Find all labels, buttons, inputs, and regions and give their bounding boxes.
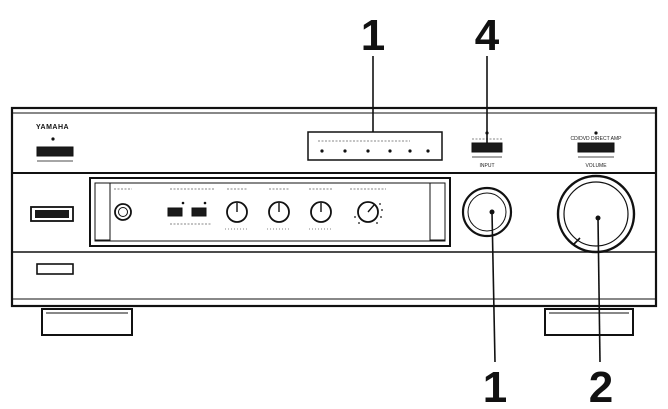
input-knob-pointer bbox=[489, 209, 495, 215]
power-button[interactable] bbox=[36, 146, 74, 157]
loudness-knob[interactable] bbox=[357, 201, 379, 223]
callout-bottom-right: 2 bbox=[589, 363, 613, 409]
balance-knob[interactable] bbox=[310, 201, 332, 223]
volume-knob[interactable] bbox=[556, 174, 636, 254]
loudness-scale bbox=[354, 203, 383, 224]
effect-button[interactable] bbox=[471, 142, 503, 153]
callout-bottom-left: 1 bbox=[483, 363, 507, 409]
treble-knob[interactable] bbox=[268, 201, 290, 223]
volume-label: VOLUME bbox=[585, 163, 607, 169]
volume-indicator-mark bbox=[573, 237, 581, 245]
headphones-jack[interactable] bbox=[114, 203, 132, 221]
callout-top-right: 4 bbox=[475, 11, 500, 60]
direct-amp-button[interactable] bbox=[577, 142, 615, 153]
input-label: INPUT bbox=[480, 163, 495, 169]
callout-leaders bbox=[372, 56, 601, 363]
speakers-b-button[interactable] bbox=[191, 207, 207, 217]
callout-top-left: 1 bbox=[361, 11, 385, 60]
brand-logo: YAMAHA bbox=[36, 124, 69, 131]
display-window bbox=[307, 131, 443, 161]
power-indicator bbox=[51, 137, 55, 141]
speakers-a-button[interactable] bbox=[167, 207, 183, 217]
bass-knob[interactable] bbox=[226, 201, 248, 223]
volume-knob-pointer bbox=[595, 215, 601, 221]
indicator-leds bbox=[320, 149, 430, 153]
direct-label: CD/DVD DIRECT AMP bbox=[570, 136, 622, 142]
direct-indicator bbox=[594, 131, 598, 135]
remote-sensor bbox=[36, 263, 74, 275]
input-selector-knob[interactable] bbox=[461, 186, 513, 238]
